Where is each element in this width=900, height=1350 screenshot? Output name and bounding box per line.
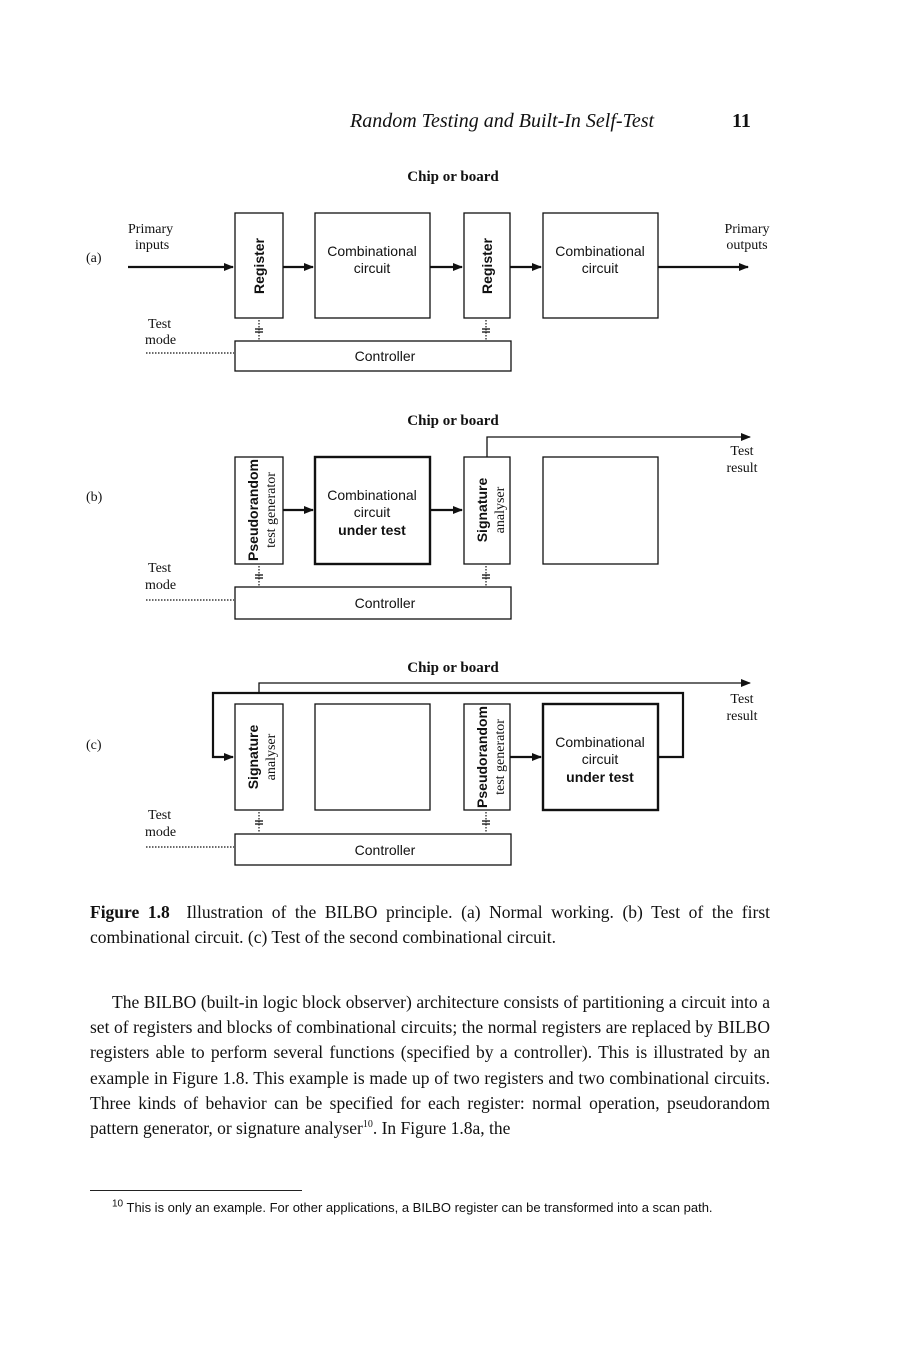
panel-a-register2-label: Register [479,237,495,294]
panel-b-analyser-line2: analyser [493,486,508,533]
panel-a-controller-label: Controller [355,348,416,364]
panel-b-label: (b) [86,490,103,505]
panel-b-chip-title: Chip or board [407,413,499,429]
panel-b-comb2 [542,456,659,565]
panel-b-test-mode-line2: mode [145,578,176,593]
panel-a-comb1-line1: Combinational [327,243,417,259]
figure-caption-text: Illustration of the BILBO principle. (a)… [90,902,770,947]
panel-c-comb2-line2: circuit [582,751,619,767]
panel-c-comb2 [541,702,660,812]
body-paragraph-continuation: . In Figure 1.8a, the [372,1118,511,1139]
panel-c-result-arrow [258,679,751,693]
panel-c-analyser [234,703,284,811]
panel-a-label: (a) [86,251,102,266]
page-number: 11 [732,110,751,132]
panel-b-comb1-line1: Combinational [327,487,417,503]
panel-c-controller-label: Controller [355,842,416,858]
panel-b-test-result-line2: result [726,461,757,476]
panel-a-register1 [234,212,284,319]
panel-b-comb1 [313,455,432,566]
panel-a: (a) Chip or board Primary inputs Registe… [86,169,770,372]
panel-a-test-mode-line2: mode [145,333,176,348]
panel-c-test-result-line2: result [726,709,757,724]
panel-a-primary-inputs-line2: inputs [135,238,169,253]
panel-a-test-mode-line1: Test [148,317,171,332]
figure-caption: Figure 1.8 Illustration of the BILBO pri… [90,900,770,950]
panel-b-comb1-line2: circuit [354,504,391,520]
panel-c-comb2-line1: Combinational [555,734,645,750]
panel-a-primary-outputs-line1: Primary [724,222,769,237]
panel-c: (c) Chip or board Test result Signature … [86,660,758,866]
footnote-mark: 10 [112,1198,124,1210]
panel-c-generator-line2: test generator [493,719,508,795]
panel-a-register2 [463,212,511,319]
panel-a-comb2-line2: circuit [582,260,619,276]
footnote-text: This is only an example. For other appli… [126,1200,713,1215]
panel-c-analyser-line2: analyser [264,733,279,780]
panel-b-controller [234,586,512,620]
panel-c-feedback-loop [211,691,685,761]
panel-b-generator [234,456,284,565]
panel-a-comb1 [314,212,431,319]
panel-a-primary-outputs-line2: outputs [726,238,767,253]
body-paragraph: The BILBO (built-in logic block observer… [90,990,770,1141]
panel-a-comb1-line2: circuit [354,260,391,276]
panel-c-comb1 [314,703,431,811]
panel-c-controller [234,833,512,866]
panel-c-generator [463,703,511,811]
panel-a-primary-inputs-line1: Primary [128,222,173,237]
panel-c-chip-title: Chip or board [407,660,499,676]
panel-b-controller-label: Controller [355,595,416,611]
footnote: 10 This is only an example. For other ap… [90,1198,770,1217]
panel-a-register1-label: Register [251,237,267,294]
figure-caption-label: Figure 1.8 [90,902,170,922]
panel-b-comb1-line3: under test [338,522,406,538]
panel-a-comb2-line1: Combinational [555,243,645,259]
panel-b-generator-line2: test generator [264,472,279,548]
panel-b-test-mode-line1: Test [148,561,171,576]
panel-c-test-mode-line1: Test [148,808,171,823]
panel-b-result-arrow [486,433,751,457]
panel-b-test-result-line1: Test [730,444,753,459]
footnote-separator [90,1190,302,1191]
running-header: Random Testing and Built-In Self-Test 11 [0,108,900,138]
panel-b-analyser-line1: Signature [474,478,490,543]
panel-c-analyser-line1: Signature [245,725,261,790]
bilbo-figure: (a) Chip or board Primary inputs Registe… [86,169,770,866]
footnote-reference: 10 [362,1119,373,1131]
panel-c-test-mode-line2: mode [145,825,176,840]
panel-c-comb2-line3: under test [566,769,634,785]
panel-b-generator-line1: Pseudorandom [245,459,261,561]
body-paragraph-text: The BILBO (built-in logic block observer… [90,992,770,1139]
panel-a-comb2 [542,212,659,319]
panel-c-generator-line1: Pseudorandom [474,706,490,808]
panel-c-label: (c) [86,738,102,753]
panel-a-controller [234,340,512,372]
panel-a-chip-title: Chip or board [407,169,499,185]
running-title: Random Testing and Built-In Self-Test [350,110,655,132]
panel-b: (b) Chip or board Pseudorandom test gene… [86,413,758,620]
panel-c-test-result-line1: Test [730,692,753,707]
